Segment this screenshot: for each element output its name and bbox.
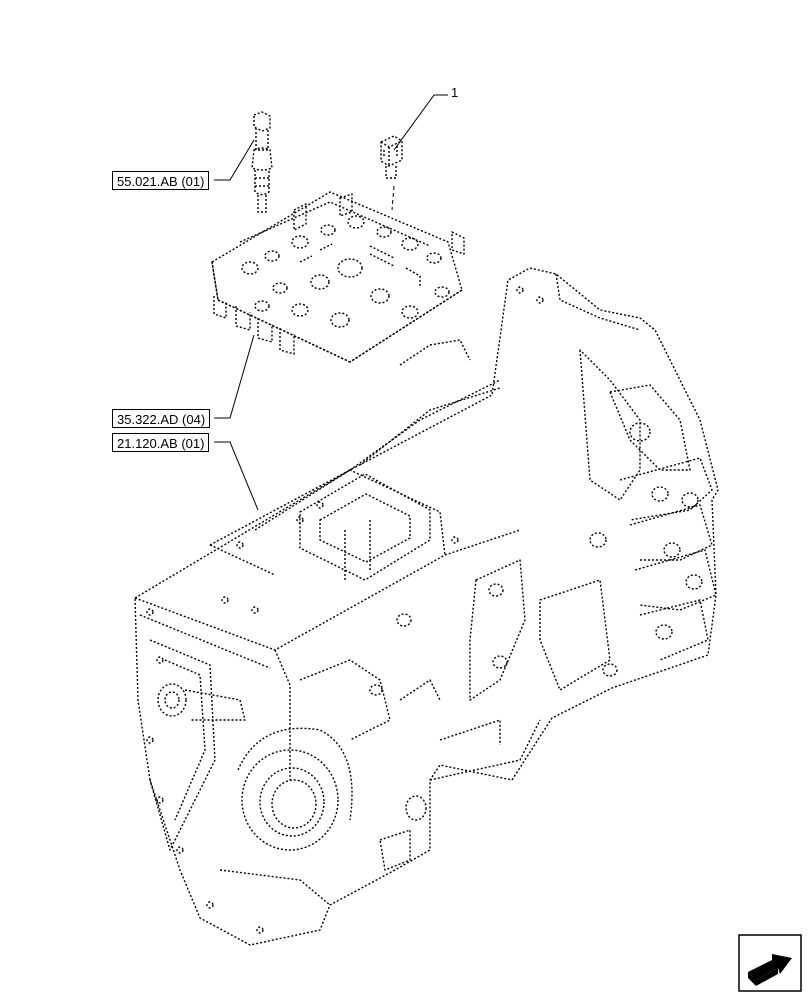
- reference-link-speed-sensor[interactable]: 55.021.AB (01): [112, 171, 210, 190]
- control-valve-block-part[interactable]: [211, 191, 465, 363]
- pressure-sensor-part[interactable]: [380, 135, 403, 179]
- leader-line-item-1-dash: [391, 185, 395, 211]
- leader-line-ref-35: [214, 334, 255, 419]
- transmission-housing-part[interactable]: [134, 267, 719, 946]
- speed-sensor-part[interactable]: [251, 111, 273, 213]
- leader-line-ref-55: [214, 139, 255, 181]
- next-page-arrow-icon[interactable]: [738, 934, 802, 992]
- item-number-label: 1: [451, 85, 459, 100]
- leader-lines: [214, 94, 448, 511]
- leader-line-ref-21: [214, 441, 259, 511]
- reference-link-valve-block[interactable]: 35.322.AD (04): [112, 409, 211, 428]
- leader-line-item-1: [393, 94, 448, 151]
- reference-link-housing[interactable]: 21.120.AB (01): [112, 433, 210, 452]
